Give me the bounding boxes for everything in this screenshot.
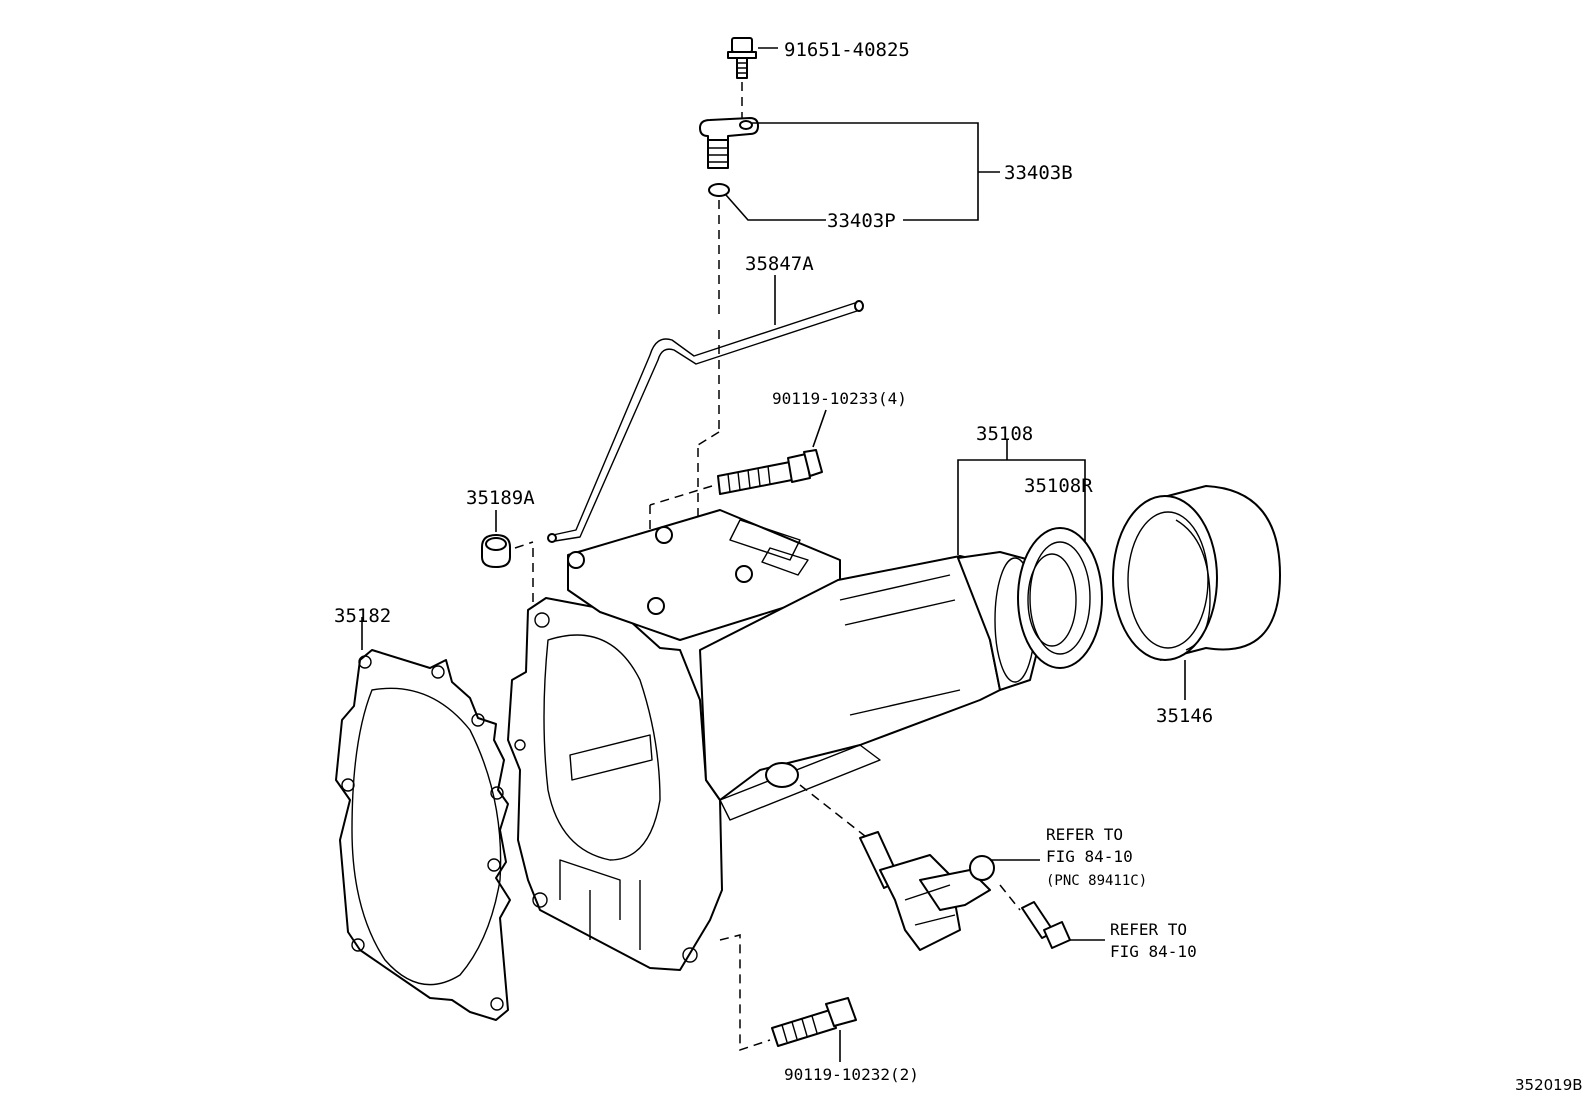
bushing-drawing xyxy=(1017,527,1103,669)
o-ring-drawing xyxy=(708,183,730,197)
tube-drawing xyxy=(547,300,864,543)
ref-speed-sensor-line3: (PNC 89411C) xyxy=(1046,873,1147,889)
ref-bolt-line1: REFER TO xyxy=(1110,920,1187,939)
label-tube: 35847A xyxy=(745,253,814,275)
diagram-id: 352019B xyxy=(1515,1076,1583,1094)
label-housing: 35108 xyxy=(976,423,1033,445)
bolt-case-drawing xyxy=(717,449,823,495)
gasket-drawing xyxy=(335,649,511,1021)
label-gasket: 35182 xyxy=(334,605,391,627)
dust-cover-drawing xyxy=(1112,485,1281,661)
label-bolt-case: 90119-10233(4) xyxy=(772,389,907,408)
ref-speed-sensor-line1: REFER TO xyxy=(1046,825,1123,844)
label-bushing: 35108R xyxy=(1024,475,1093,497)
housing-drawing xyxy=(507,509,1041,971)
label-sensor-assy: 33403B xyxy=(1004,162,1073,184)
label-dust-cover: 35146 xyxy=(1156,705,1213,727)
sensor-drawing xyxy=(699,117,759,169)
ref-bolt-line2: FIG 84-10 xyxy=(1110,942,1197,961)
speed-sensor-drawing xyxy=(859,831,995,951)
label-o-ring: 33403P xyxy=(827,210,896,232)
ref-speed-sensor-line2: FIG 84-10 xyxy=(1046,847,1133,866)
label-bolt-top: 91651-40825 xyxy=(784,39,910,61)
label-plug: 35189A xyxy=(466,487,535,509)
bolt-bottom-drawing xyxy=(771,997,857,1047)
plug-drawing xyxy=(481,534,511,568)
label-bolt-bottom: 90119-10232(2) xyxy=(784,1065,919,1084)
bolt-top-drawing xyxy=(727,37,757,79)
bolt-ref-drawing xyxy=(1021,901,1071,949)
